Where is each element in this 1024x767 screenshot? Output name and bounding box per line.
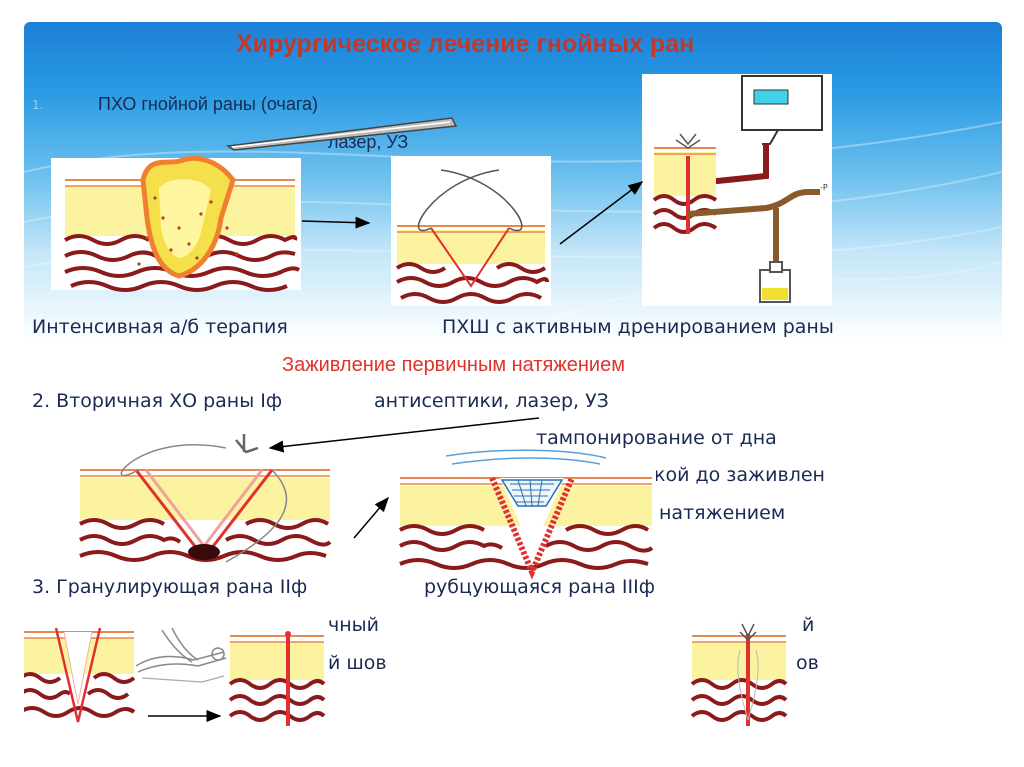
- tamponade-wound-image: [396, 449, 656, 580]
- step1-therapy: Интенсивная а/б терапия: [32, 316, 288, 338]
- active-drainage-image: -P: [642, 74, 832, 306]
- slide: Хирургическое лечение гнойных ран 1. ПХО…: [24, 22, 1002, 767]
- step2-label: 2. Вторичная ХО раны Iф: [32, 390, 283, 412]
- scalpel-icon: [225, 117, 458, 151]
- excised-wound-image: [391, 156, 551, 306]
- page-title: Хирургическое лечение гнойных ран: [236, 30, 695, 58]
- step3-fragment-c: й: [802, 614, 815, 636]
- step1-suture: ПХШ с активным дренированием раны: [442, 316, 834, 338]
- step2-tension-fragment: натяжением: [659, 502, 786, 524]
- arrow-4: [353, 496, 389, 539]
- step2-tamponade: тампонирование от дна: [536, 427, 777, 449]
- step1-number: 1.: [32, 98, 44, 112]
- step3-fragment-b: й шов: [328, 652, 387, 674]
- purulent-wound-image: [51, 155, 301, 292]
- scarring-wound-image: [690, 620, 788, 730]
- step3-scarring: рубцующаяся рана IIIф: [424, 576, 655, 598]
- step3-label: 3. Гранулирующая рана IIф: [32, 576, 308, 598]
- granulating-wound-image: [24, 618, 136, 730]
- step2-healing-fragment: кой до заживлен: [654, 464, 825, 486]
- step1-healing: Заживление первичным натяжением: [282, 354, 625, 376]
- step3-fragment-a: чный: [328, 614, 379, 636]
- sutured-wound-image: [228, 626, 326, 730]
- step2-tools: антисептики, лазер, УЗ: [374, 390, 609, 412]
- svg-text:-P: -P: [820, 183, 828, 192]
- needle-holder-icon: [135, 627, 227, 683]
- step3-fragment-d: ов: [796, 652, 819, 674]
- step1-label: ПХО гнойной раны (очага): [98, 94, 318, 114]
- secondary-wound-image: [76, 434, 334, 569]
